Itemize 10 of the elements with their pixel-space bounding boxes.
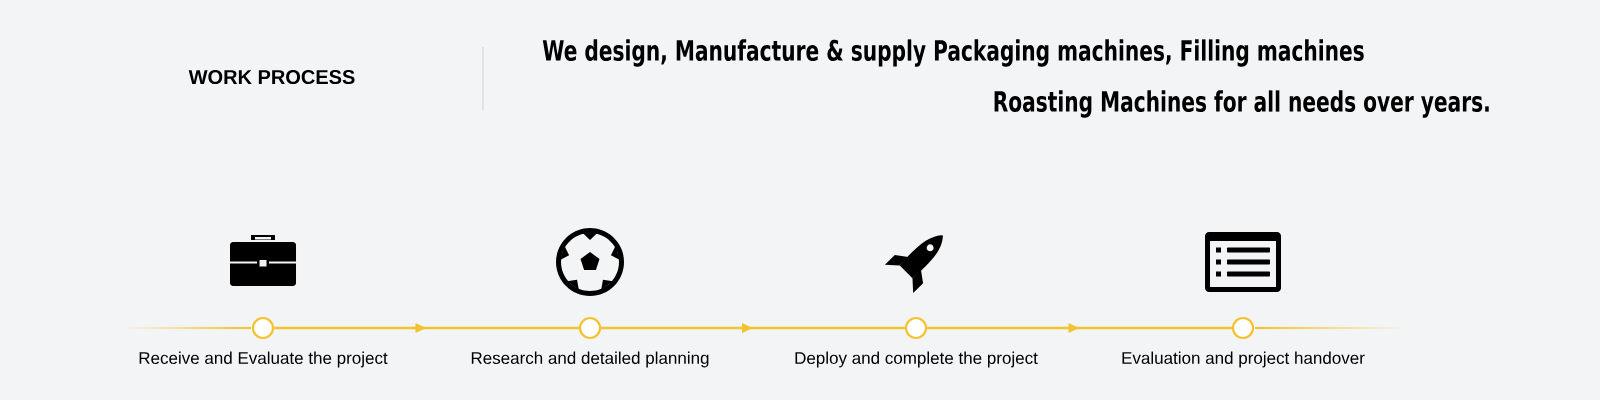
arrow	[274, 323, 579, 333]
node-label: Receive and Evaluate the project	[139, 351, 388, 368]
tagline: Roasting Machines for all needs over years.	[994, 90, 1489, 118]
arrow	[601, 323, 905, 333]
heading: WORK PROCESS	[188, 69, 355, 85]
arrow	[927, 323, 1232, 333]
node-label: Research and detailed planning	[471, 351, 709, 368]
tagline: We design, Manufacture & supply Packaging machines, Filling machines	[542, 39, 1364, 67]
node-label: Evaluation and project handover	[1122, 351, 1365, 368]
node-label: Deploy and complete the project	[795, 351, 1038, 368]
